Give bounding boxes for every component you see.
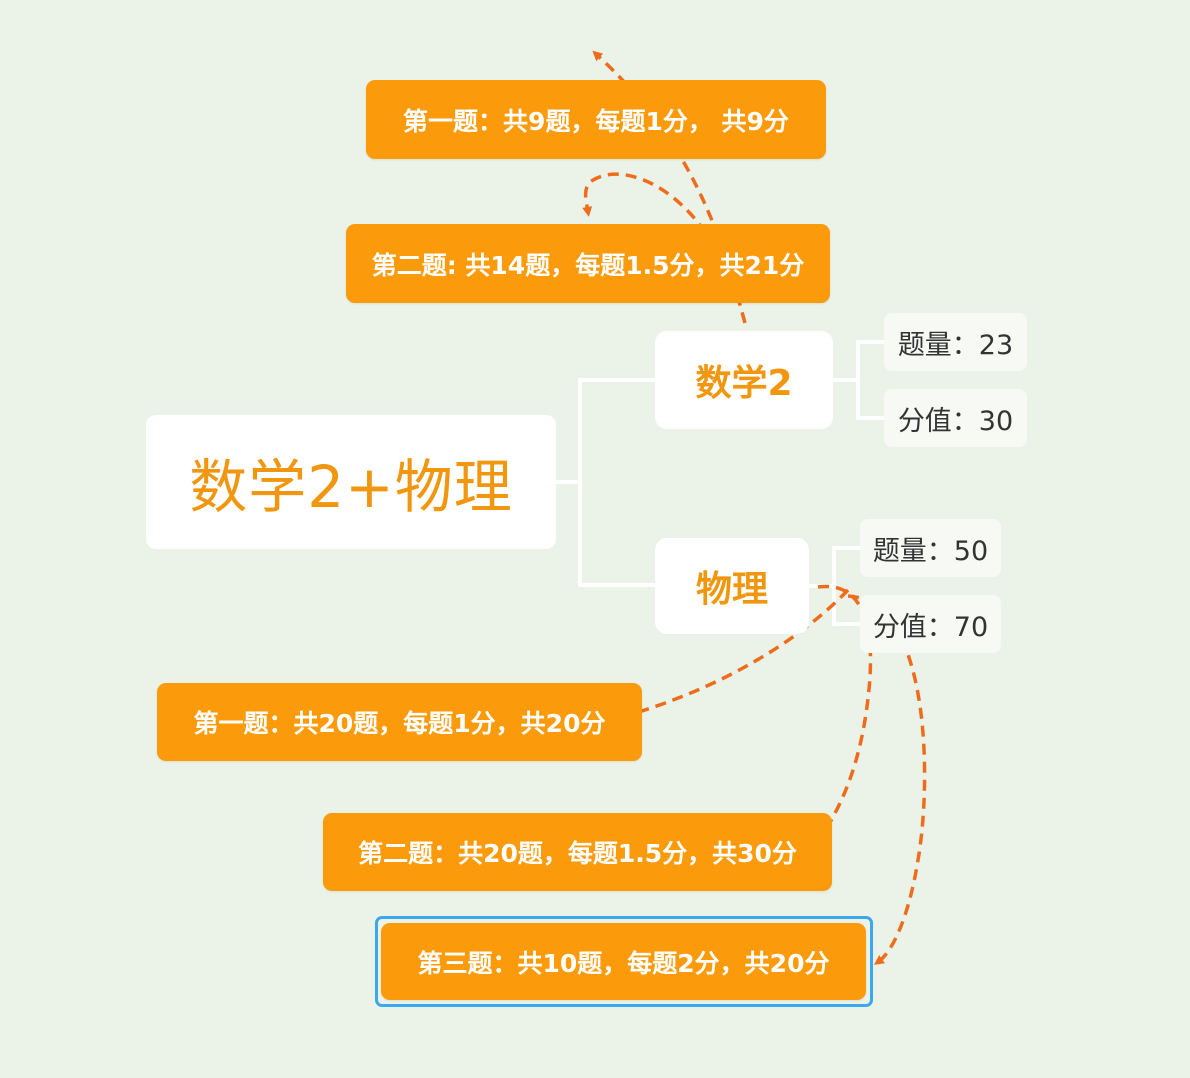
physics-note-2[interactable]: 第二题：共20题，每题1.5分，共30分	[323, 813, 832, 891]
connector-physics-details	[807, 546, 862, 626]
math-note-2[interactable]: 第二题: 共14题，每题1.5分，共21分	[346, 224, 830, 303]
math-score-node[interactable]: 分值：30	[884, 389, 1027, 447]
physics-note-3[interactable]: 第三题：共10题，每题2分，共20分	[381, 923, 866, 1000]
branch-node-physics[interactable]: 物理	[655, 538, 809, 634]
relation-arrow-physics-note-1	[613, 588, 850, 722]
physics-note-3-label: 第三题：共10题，每题2分，共20分	[417, 948, 830, 978]
root-node[interactable]: 数学2+物理	[146, 415, 556, 549]
physics-note-1-label: 第一题：共20题，每题1分，共20分	[193, 709, 606, 738]
root-node-label: 数学2+物理	[189, 453, 513, 521]
physics-score-label: 分值：70	[872, 611, 989, 643]
physics-note-1[interactable]: 第一题：共20题，每题1分，共20分	[157, 683, 642, 761]
branch-node-math[interactable]: 数学2	[655, 331, 833, 429]
math-note-2-label: 第二题: 共14题，每题1.5分，共21分	[371, 250, 805, 280]
branch-node-math-label: 数学2	[695, 363, 793, 404]
selection-outline	[375, 916, 873, 1007]
physics-score-node[interactable]: 分值：70	[860, 595, 1001, 653]
math-note-1[interactable]: 第一题：共9题，每题1分， 共9分	[366, 80, 826, 159]
physics-question-count-node[interactable]: 题量：50	[860, 519, 1001, 577]
math-question-count-node[interactable]: 题量：23	[884, 313, 1027, 371]
math-note-1-label: 第一题：共9题，每题1分， 共9分	[403, 106, 789, 136]
math-question-count-label: 题量：23	[897, 329, 1014, 361]
physics-question-count-label: 题量：50	[872, 535, 989, 567]
branch-node-physics-label: 物理	[695, 569, 768, 610]
connector-math-details	[831, 340, 886, 420]
math-score-label: 分值：30	[897, 405, 1014, 437]
physics-note-2-label: 第二题：共20题，每题1.5分，共30分	[358, 839, 797, 868]
connector-root-to-branches	[554, 378, 657, 587]
